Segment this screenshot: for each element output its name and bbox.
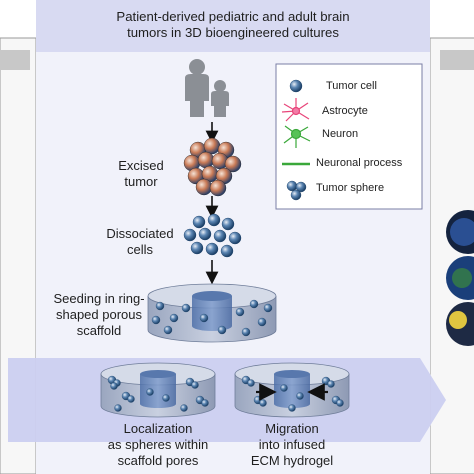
legend-label-tumor-sphere: Tumor sphere [316, 182, 385, 194]
header-background [36, 0, 430, 52]
tumor-sphere-icon [286, 180, 307, 201]
neuron-icon [283, 125, 311, 148]
process-arrow-band [8, 358, 446, 442]
legend-label-tumor-cell: Tumor cell [326, 80, 377, 92]
step-label-excised: Excised tumor [118, 158, 164, 189]
patient-icon [185, 59, 229, 117]
step-label-migration: Migration into infused ECM hydrogel [250, 421, 334, 468]
seeding-scaffold [147, 283, 277, 343]
legend-box [275, 63, 423, 210]
astrocyte-icon [281, 98, 310, 122]
dissociated-cells [183, 213, 242, 258]
step-label-seeding: Seeding in ring- shaped porous scaffold [53, 291, 145, 338]
localization-scaffold [100, 362, 216, 418]
title-line-1: Patient-derived pediatric and adult brai… [116, 9, 350, 24]
step-label-localization: Localization as spheres within scaffold … [107, 421, 209, 468]
excised-tumor-cluster [183, 137, 242, 197]
legend-label-neuron: Neuron [322, 128, 359, 140]
title-line-2: tumors in 3D bioengineered cultures [127, 25, 339, 41]
legend-label-astrocyte: Astrocyte [322, 105, 368, 117]
legend-label-neuronal-process: Neuronal process [316, 157, 403, 169]
migration-scaffold [234, 362, 350, 418]
step-label-dissociated: Dissociated cells [106, 226, 174, 257]
page-title: Patient-derived pediatric and adult brai… [36, 9, 430, 41]
tumor-cell-icon [289, 79, 303, 93]
